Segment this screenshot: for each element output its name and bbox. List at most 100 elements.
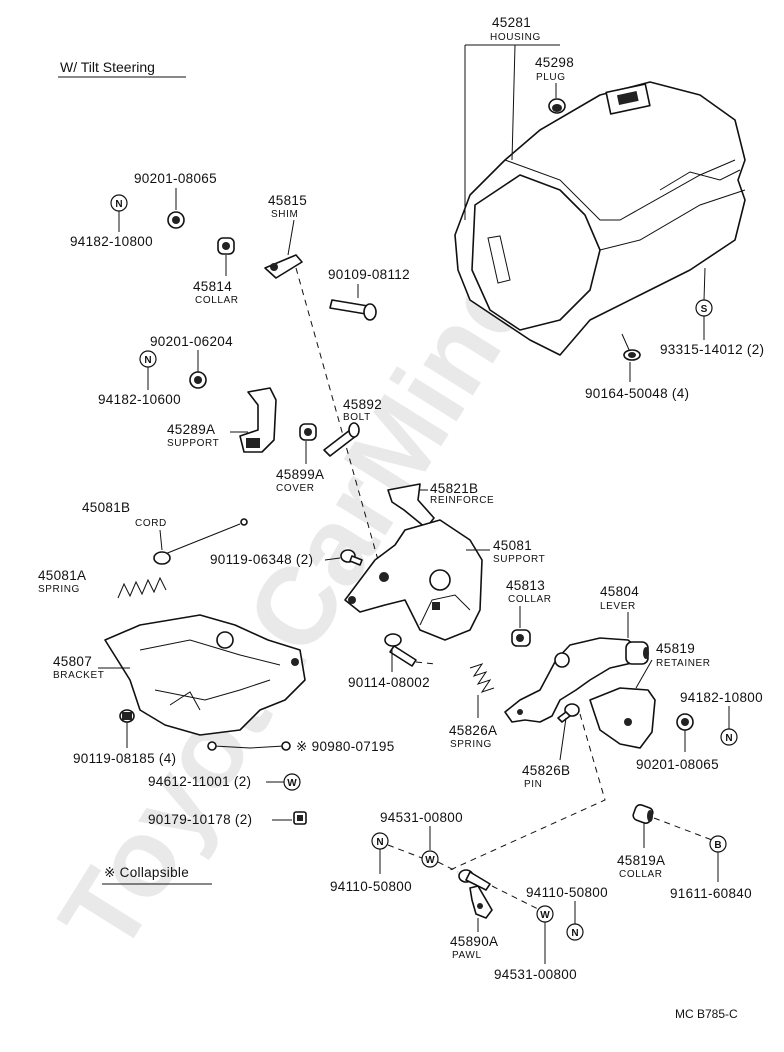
pin-45826B[interactable] [557,703,580,723]
svg-text:N: N [571,928,578,939]
label-45081B-number: 45081B [82,500,130,515]
bolt-45892[interactable] [323,422,360,457]
collar-45814[interactable] [217,237,235,255]
label-45819A-name: COLLAR [619,869,663,880]
label-45081-name: SUPPORT [493,554,545,565]
leader-45081B [159,529,163,551]
label-45821B-name: REINFORCE [430,495,494,506]
label-45819-name: RETAINER [656,658,711,669]
plug-45298[interactable] [548,98,566,114]
svg-text:N: N [115,199,122,210]
label-45899A-name: COVER [276,483,315,494]
collar-45819A[interactable] [632,803,654,824]
nut-90201-08065-right[interactable] [676,713,694,731]
leader-93315-top [703,267,706,301]
nut-90179-10178[interactable] [293,811,307,825]
label-45826A-name: SPRING [450,739,492,750]
dashline-n-w [387,844,423,859]
label-45890A-name: PAWL [452,950,482,961]
svg-text:N: N [376,837,383,848]
cover-45899A[interactable] [299,423,317,441]
shim-45815[interactable] [264,254,303,279]
label-94531-00800-top: 94531-00800 [380,810,463,825]
label-45821B-number: 45821B [430,481,478,496]
svg-text:W: W [540,910,550,921]
badge-n-94110-50800-right: N [566,923,584,941]
badge-w-94612: W [283,773,301,791]
label-45807-number: 45807 [53,654,92,669]
label-45815-number: 45815 [268,193,307,208]
svg-text:W: W [287,778,297,789]
dashline-w-pawl [437,861,459,873]
diagram-reference: MC B785-C [675,1007,738,1021]
badge-n-94182-10600: N [139,350,157,368]
dashline-90114 [415,661,437,665]
label-45890A-number: 45890A [450,934,498,949]
housing-45281[interactable] [454,81,746,356]
dashline-45819A [653,817,713,841]
label-45804-number: 45804 [600,584,639,599]
support-45289A[interactable] [239,387,277,453]
nut-90201-06204[interactable] [189,371,207,389]
svg-text:S: S [701,304,708,315]
label-collapsible: ※ Collapsible [104,865,189,880]
label-90179-10178: 90179-10178 (2) [148,812,252,827]
retainer-45819[interactable] [589,687,656,749]
label-45899A-number: 45899A [276,467,324,482]
spring-45826A[interactable] [469,663,495,693]
badge-n-94110-50800-left: N [371,832,389,850]
label-94182-10800-left: 94182-10800 [70,234,153,249]
label-45081A-number: 45081A [38,568,86,583]
badge-n-94182-10800-left: N [110,194,128,212]
screw-90164-50048[interactable] [621,333,641,361]
badge-s-93315: S [695,299,713,317]
label-94110-50800-right: 94110-50800 [526,885,608,900]
label-45826A-number: 45826A [449,723,497,738]
label-45815-name: SHIM [271,209,298,220]
label-94531-00800-bottom: 94531-00800 [494,967,577,982]
bracket-45807[interactable] [104,614,306,736]
cord-45081B[interactable] [153,518,248,565]
label-45813-name: COLLAR [508,594,552,605]
label-90201-08065-top: 90201-08065 [134,171,217,186]
label-90119-08185: 90119-08185 (4) [73,751,176,766]
label-45081-number: 45081 [493,538,532,553]
leader-45826B [559,717,567,761]
label-45081B-name: CORD [135,518,167,529]
label-45814-number: 45814 [193,279,232,294]
wire-90980-07195[interactable] [207,741,291,751]
bolt-90119-06348[interactable] [340,549,363,566]
svg-text:B: B [714,840,721,851]
leader-45815 [287,219,295,256]
label-93315-14012: 93315-14012 (2) [660,342,764,357]
bolt-90119-08185[interactable] [119,709,135,723]
bolt-90109-08112[interactable] [329,299,377,321]
label-45298-number: 45298 [535,55,574,70]
label-45081A-name: SPRING [38,584,80,595]
label-45814-name: COLLAR [195,295,239,306]
collar-45813[interactable] [511,629,531,647]
leader-45281 [464,44,560,220]
label-94182-10600: 94182-10600 [98,392,181,407]
label-45813-number: 45813 [506,578,545,593]
spring-45081A[interactable] [117,576,167,599]
dashline-pin [449,713,606,871]
label-45298-name: PLUG [536,72,566,83]
label-45819A-number: 45819A [617,853,665,868]
badge-w-94531-bottom: W [536,905,554,923]
label-90201-06204: 90201-06204 [150,334,233,349]
label-90980-07195: ※ 90980-07195 [296,739,395,754]
support-45081[interactable] [344,519,483,641]
label-94612-11001: 94612-11001 (2) [148,774,251,789]
bolt-90114-08002[interactable] [384,633,417,667]
label-91611-60840: 91611-60840 [670,886,752,901]
leader-90119-06348 [324,557,341,561]
svg-text:W: W [425,855,435,866]
label-90114-08002: 90114-08002 [348,675,430,690]
diagram-title: W/ Tilt Steering [60,59,155,75]
pawl-45890A[interactable] [458,869,493,919]
nut-90201-08065-top[interactable] [167,211,185,229]
label-94182-10800-right: 94182-10800 [680,690,763,705]
lever-45804[interactable] [504,637,649,723]
